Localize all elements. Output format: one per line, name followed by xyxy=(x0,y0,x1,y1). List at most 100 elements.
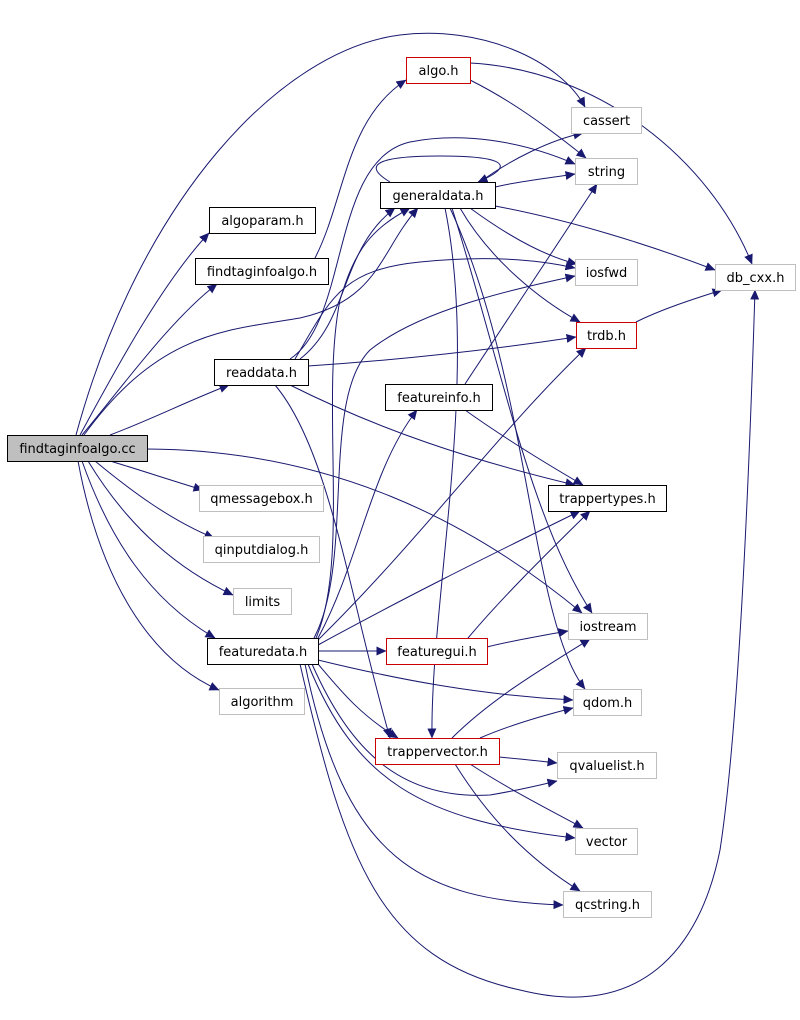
node-string[interactable]: string xyxy=(575,158,638,185)
edge-trappervector_h-to-iostream xyxy=(451,638,591,739)
edge-featuredata_h-to-qcstring_h xyxy=(304,663,564,910)
node-iosfwd[interactable]: iosfwd xyxy=(575,259,638,286)
node-db_cxx_h[interactable]: db_cxx.h xyxy=(715,264,796,291)
node-generaldata_h[interactable]: generaldata.h xyxy=(380,182,496,209)
edge-trappervector_h-to-qvaluelist_h xyxy=(498,756,558,767)
node-box[interactable] xyxy=(195,258,329,285)
node-box[interactable] xyxy=(548,485,667,512)
edge-readdata_h-to-string xyxy=(289,137,576,360)
node-qcstring_h[interactable]: qcstring.h xyxy=(563,891,652,918)
node-findtaginfoalgo_h[interactable]: findtaginfoalgo.h xyxy=(195,258,329,285)
node-trdb_h[interactable]: trdb.h xyxy=(576,322,637,349)
edge-featuredata_h-to-db_cxx_h xyxy=(299,289,760,998)
node-box[interactable] xyxy=(209,207,316,234)
node-label: cassert xyxy=(583,114,630,129)
node-label: iostream xyxy=(579,620,636,635)
node-box[interactable] xyxy=(715,264,796,291)
node-box[interactable] xyxy=(406,57,471,84)
node-box[interactable] xyxy=(199,485,324,512)
edge-featureinfo_h-to-trappertypes_h xyxy=(464,409,584,486)
node-box[interactable] xyxy=(568,613,648,640)
node-cassert[interactable]: cassert xyxy=(571,107,642,134)
node-label: qmessagebox.h xyxy=(210,492,313,507)
edge-generaldata_h-to-trappervector_h xyxy=(427,207,458,739)
node-box[interactable] xyxy=(375,738,500,765)
node-box[interactable] xyxy=(557,752,657,779)
node-label: featuregui.h xyxy=(397,645,476,660)
node-qinputdialog_h[interactable]: qinputdialog.h xyxy=(203,536,320,563)
node-box[interactable] xyxy=(575,158,638,185)
node-iostream[interactable]: iostream xyxy=(568,613,648,640)
node-featuredata_h[interactable]: featuredata.h xyxy=(207,638,319,665)
edge-trappervector_h-to-qdom_h xyxy=(479,705,574,739)
edge-algo_h-to-db_cxx_h xyxy=(469,62,753,265)
node-box[interactable] xyxy=(214,359,309,386)
edge-generaldata_h-to-iosfwd xyxy=(469,207,578,267)
node-label: trdb.h xyxy=(587,329,626,344)
edge-featuredata_h-to-vector xyxy=(307,663,576,842)
node-label: algorithm xyxy=(231,695,294,710)
node-box[interactable] xyxy=(219,688,305,715)
node-featuregui_h[interactable]: featuregui.h xyxy=(386,638,488,665)
node-layer: findtaginfoalgo.cc algo.h cassert string gen… xyxy=(7,57,796,918)
node-label: readdata.h xyxy=(226,366,297,381)
edge-featureinfo_h-to-string xyxy=(464,183,598,385)
node-trappervector_h[interactable]: trappervector.h xyxy=(375,738,500,765)
node-label: qcstring.h xyxy=(575,898,640,913)
node-featureinfo_h[interactable]: featureinfo.h xyxy=(385,384,493,411)
node-label: findtaginfoalgo.cc xyxy=(19,442,135,457)
node-box[interactable] xyxy=(571,107,642,134)
node-box[interactable] xyxy=(386,638,488,665)
edge-generaldata_h-to-qdom_h xyxy=(449,207,586,690)
node-findtaginfoalgo_cc[interactable]: findtaginfoalgo.cc xyxy=(7,435,148,462)
edge-findtaginfoalgo_cc-to-cassert xyxy=(75,32,586,436)
node-label: iosfwd xyxy=(586,266,628,281)
edge-readdata_h-to-trappertypes_h xyxy=(289,384,576,488)
node-box[interactable] xyxy=(575,828,638,855)
edge-generaldata_h-to-db_cxx_h xyxy=(494,205,716,271)
node-vector[interactable]: vector xyxy=(575,828,638,855)
edge-findtaginfoalgo_cc-to-limits xyxy=(87,460,234,596)
node-box[interactable] xyxy=(380,182,496,209)
edge-featuregui_h-to-trappertypes_h xyxy=(467,510,591,639)
node-box[interactable] xyxy=(233,588,292,615)
node-box[interactable] xyxy=(385,384,493,411)
node-algoparam_h[interactable]: algoparam.h xyxy=(209,207,316,234)
edge-findtaginfoalgo_cc-to-qmessagebox_h xyxy=(109,460,204,492)
edge-featuregui_h-to-iostream xyxy=(486,628,569,648)
node-label: qinputdialog.h xyxy=(215,543,309,558)
node-label: qvaluelist.h xyxy=(569,759,644,774)
edge-generaldata_h-to-generaldata_h xyxy=(375,155,501,183)
node-limits[interactable]: limits xyxy=(233,588,292,615)
node-label: vector xyxy=(586,835,628,850)
edge-readdata_h-to-generaldata_h xyxy=(299,207,396,360)
edge-featuredata_h-to-qvaluelist_h xyxy=(311,663,558,796)
edge-findtaginfoalgo_cc-to-algorithm xyxy=(77,460,220,691)
edge-findtaginfoalgo_h-to-algo_h xyxy=(314,79,407,259)
edge-findtaginfoalgo_cc-to-generaldata_h xyxy=(83,207,419,436)
node-box[interactable] xyxy=(207,638,319,665)
node-box[interactable] xyxy=(573,689,642,716)
node-qvaluelist_h[interactable]: qvaluelist.h xyxy=(557,752,657,779)
node-box[interactable] xyxy=(203,536,320,563)
edge-findtaginfoalgo_cc-to-qinputdialog_h xyxy=(94,460,215,539)
edge-readdata_h-to-trappervector_h xyxy=(274,384,392,739)
node-box[interactable] xyxy=(576,322,637,349)
node-box[interactable] xyxy=(575,259,638,286)
node-qmessagebox_h[interactable]: qmessagebox.h xyxy=(199,485,324,512)
node-label: generaldata.h xyxy=(392,189,483,204)
edge-findtaginfoalgo_cc-to-featuredata_h xyxy=(81,460,216,639)
node-box[interactable] xyxy=(563,891,652,918)
edge-algo_h-to-string xyxy=(469,79,587,159)
node-trappertypes_h[interactable]: trappertypes.h xyxy=(548,485,667,512)
edge-featuredata_h-to-qdom_h xyxy=(317,659,574,704)
node-qdom_h[interactable]: qdom.h xyxy=(573,689,642,716)
edge-findtaginfoalgo_cc-to-algoparam_h xyxy=(79,232,210,436)
node-algorithm[interactable]: algorithm xyxy=(219,688,305,715)
node-algo_h[interactable]: algo.h xyxy=(406,57,471,84)
node-label: algo.h xyxy=(419,64,459,79)
node-box[interactable] xyxy=(7,435,148,462)
node-readdata_h[interactable]: readdata.h xyxy=(214,359,309,386)
edge-layer xyxy=(75,32,760,998)
edge-generaldata_h-to-cassert xyxy=(479,130,584,183)
